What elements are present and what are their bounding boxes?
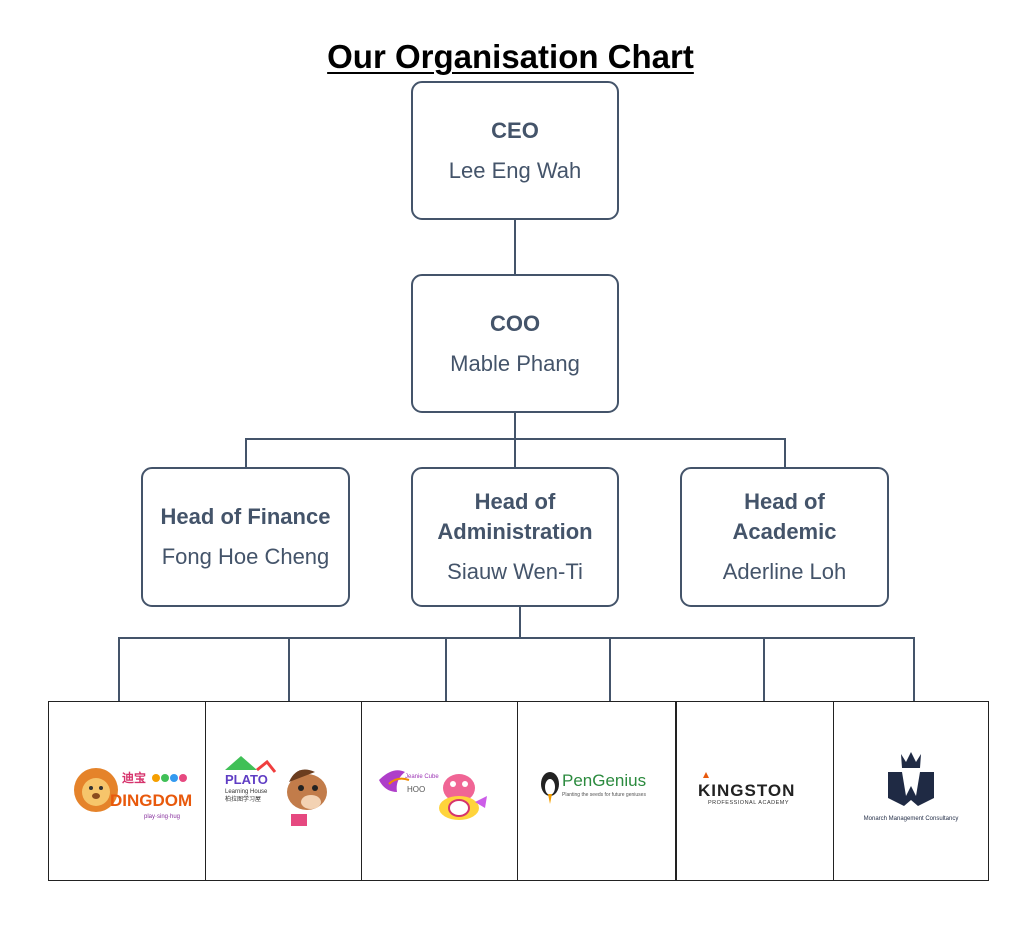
- node-person: Fong Hoe Cheng: [161, 544, 330, 569]
- node-role: COO: [489, 310, 541, 336]
- connector-school-5: [763, 637, 765, 701]
- connector-school-3: [445, 637, 447, 701]
- school-cell-phoenix: Jeanie Cube HOO: [361, 701, 518, 881]
- node-coo: COO Mable Phang: [411, 274, 619, 413]
- node-person: Lee Eng Wah: [448, 157, 582, 183]
- svg-text:PROFESSIONAL ACADEMY: PROFESSIONAL ACADEMY: [708, 800, 789, 806]
- node-role: CEO: [491, 117, 539, 143]
- connector-coo-down: [514, 412, 516, 439]
- svg-text:DINGDOM: DINGDOM: [110, 791, 192, 810]
- node-person: Aderline Loh: [722, 559, 847, 584]
- svg-text:play·sing·hug: play·sing·hug: [144, 814, 180, 820]
- dingdom-lion-logo: 迪宝 DINGDOM play·sing·hug: [74, 768, 192, 820]
- plato-horse-logo: PLATO Learning House 柏拉图学习屋: [224, 756, 327, 826]
- connector-finance: [245, 438, 247, 468]
- node-person: Siauw Wen-Ti: [447, 559, 583, 584]
- svg-text:Monarch Management Consultancy: Monarch Management Consultancy: [864, 816, 959, 822]
- node-role: Head of Administration: [437, 489, 593, 544]
- svg-text:迪宝: 迪宝: [122, 770, 146, 785]
- node-person: Mable Phang: [450, 350, 580, 376]
- svg-text:PLATO: PLATO: [225, 772, 268, 787]
- node-head-administration: Head of Administration Siauw Wen-Ti: [411, 467, 619, 607]
- connector-school-1: [118, 637, 120, 701]
- svg-text:柏拉图学习屋: 柏拉图学习屋: [225, 795, 261, 803]
- node-head-finance: Head of Finance Fong Hoe Cheng: [141, 467, 350, 607]
- page-title: Our Organisation Chart: [327, 38, 694, 75]
- svg-text:Planting the seeds for future: Planting the seeds for future geniuses: [562, 792, 646, 798]
- connector-school-6: [913, 637, 915, 701]
- phoenix-bird-logo: Jeanie Cube HOO: [378, 770, 487, 820]
- svg-text:Learning House: Learning House: [225, 789, 268, 795]
- school-cell-kingston: KINGSTON PROFESSIONAL ACADEMY: [676, 701, 834, 881]
- school-cell-pengenius: PenGenius Planting the seeds for future …: [517, 701, 676, 881]
- svg-text:PenGenius: PenGenius: [562, 771, 646, 790]
- svg-text:HOO: HOO: [407, 785, 425, 794]
- connector-school-4: [609, 637, 611, 701]
- node-role: Head of Finance: [160, 504, 331, 529]
- connector-schools-bar: [118, 637, 915, 639]
- svg-text:Jeanie Cube: Jeanie Cube: [405, 774, 439, 780]
- connector-admin-down: [519, 606, 521, 638]
- kingston-logo: KINGSTON PROFESSIONAL ACADEMY: [698, 772, 795, 806]
- node-head-academic: Head of Academic Aderline Loh: [680, 467, 889, 607]
- node-role: Head of Academic: [732, 489, 837, 544]
- school-cell-plato: PLATO Learning House 柏拉图学习屋: [205, 701, 362, 881]
- pengenius-penguin-logo: PenGenius Planting the seeds for future …: [540, 771, 646, 804]
- node-ceo: CEO Lee Eng Wah: [411, 81, 619, 220]
- connector-administration: [514, 438, 516, 468]
- monarch-crown-logo: Monarch Management Consultancy: [864, 752, 959, 822]
- connector-ceo-coo: [514, 219, 516, 275]
- school-cell-dingdom: 迪宝 DINGDOM play·sing·hug: [48, 701, 206, 881]
- svg-text:KINGSTON: KINGSTON: [698, 781, 795, 800]
- connector-academic: [784, 438, 786, 468]
- connector-school-2: [288, 637, 290, 701]
- school-cell-monarch: Monarch Management Consultancy: [833, 701, 989, 881]
